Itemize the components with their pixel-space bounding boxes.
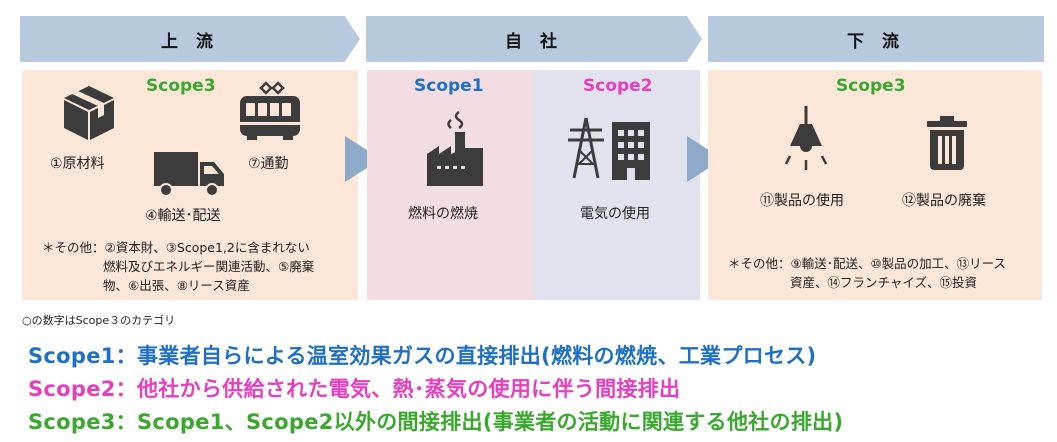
scope1-definition: Scope1：事業者自らによる温室効果ガスの直接排出(燃料の燃焼、工業プロセス) xyxy=(28,344,817,368)
fuel-combustion-label: 燃料の燃焼 xyxy=(408,206,478,222)
scope2-definition: Scope2：他社から供給された電気、熱･蒸気の使用に伴う間接排出 xyxy=(28,377,681,401)
transport-label: ④輸送･配送 xyxy=(145,208,221,224)
header-company: 自 社 xyxy=(366,16,702,62)
upstream-note-2: 燃料及びエネルギー関連活動、⑤廃棄 xyxy=(103,259,315,274)
downstream-note-1: ＊その他：⑨輸送･配送、⑩製品の加工、⑬リース xyxy=(728,256,1007,271)
downstream-panel xyxy=(708,70,1042,300)
scope2-label: Scope2 xyxy=(583,76,653,96)
scope3-definition: Scope3：Scope1、Scope2以外の間接排出(事業者の活動に関連する他… xyxy=(28,410,844,434)
truck-icon xyxy=(152,150,226,200)
scope1-label: Scope1 xyxy=(414,76,484,96)
upstream-scope3-label: Scope3 xyxy=(146,76,216,96)
downstream-scope3-label: Scope3 xyxy=(836,76,906,96)
flow-arrow-icon xyxy=(343,134,383,184)
electricity-use-label: 電気の使用 xyxy=(580,206,650,222)
product-disposal-label: ⑫製品の廃棄 xyxy=(902,193,986,209)
footnote: ○の数字はScope３のカテゴリ xyxy=(22,314,176,327)
commute-label: ⑦通勤 xyxy=(248,156,289,172)
upstream-note-3: 物、⑥出張、⑧リース資産 xyxy=(103,278,250,293)
power-tower-icon xyxy=(566,116,606,180)
header-upstream: 上 流 xyxy=(20,16,360,62)
trash-icon xyxy=(924,114,970,172)
building-icon xyxy=(610,120,652,182)
lamp-icon xyxy=(778,106,834,186)
product-use-label: ⑪製品の使用 xyxy=(760,193,844,209)
factory-icon xyxy=(425,108,485,188)
raw-materials-label: ①原材料 xyxy=(50,156,105,172)
header-downstream: 下 流 xyxy=(708,16,1044,62)
train-icon xyxy=(237,80,303,142)
downstream-note-2: 資産、⑭フランチャイズ、⑮投資 xyxy=(790,275,978,290)
box-icon xyxy=(62,84,116,142)
upstream-note-1: ＊その他：②資本財、③Scope1,2に含まれない xyxy=(42,240,310,255)
flow-arrow-icon xyxy=(685,134,725,184)
scope2-panel xyxy=(533,70,700,300)
